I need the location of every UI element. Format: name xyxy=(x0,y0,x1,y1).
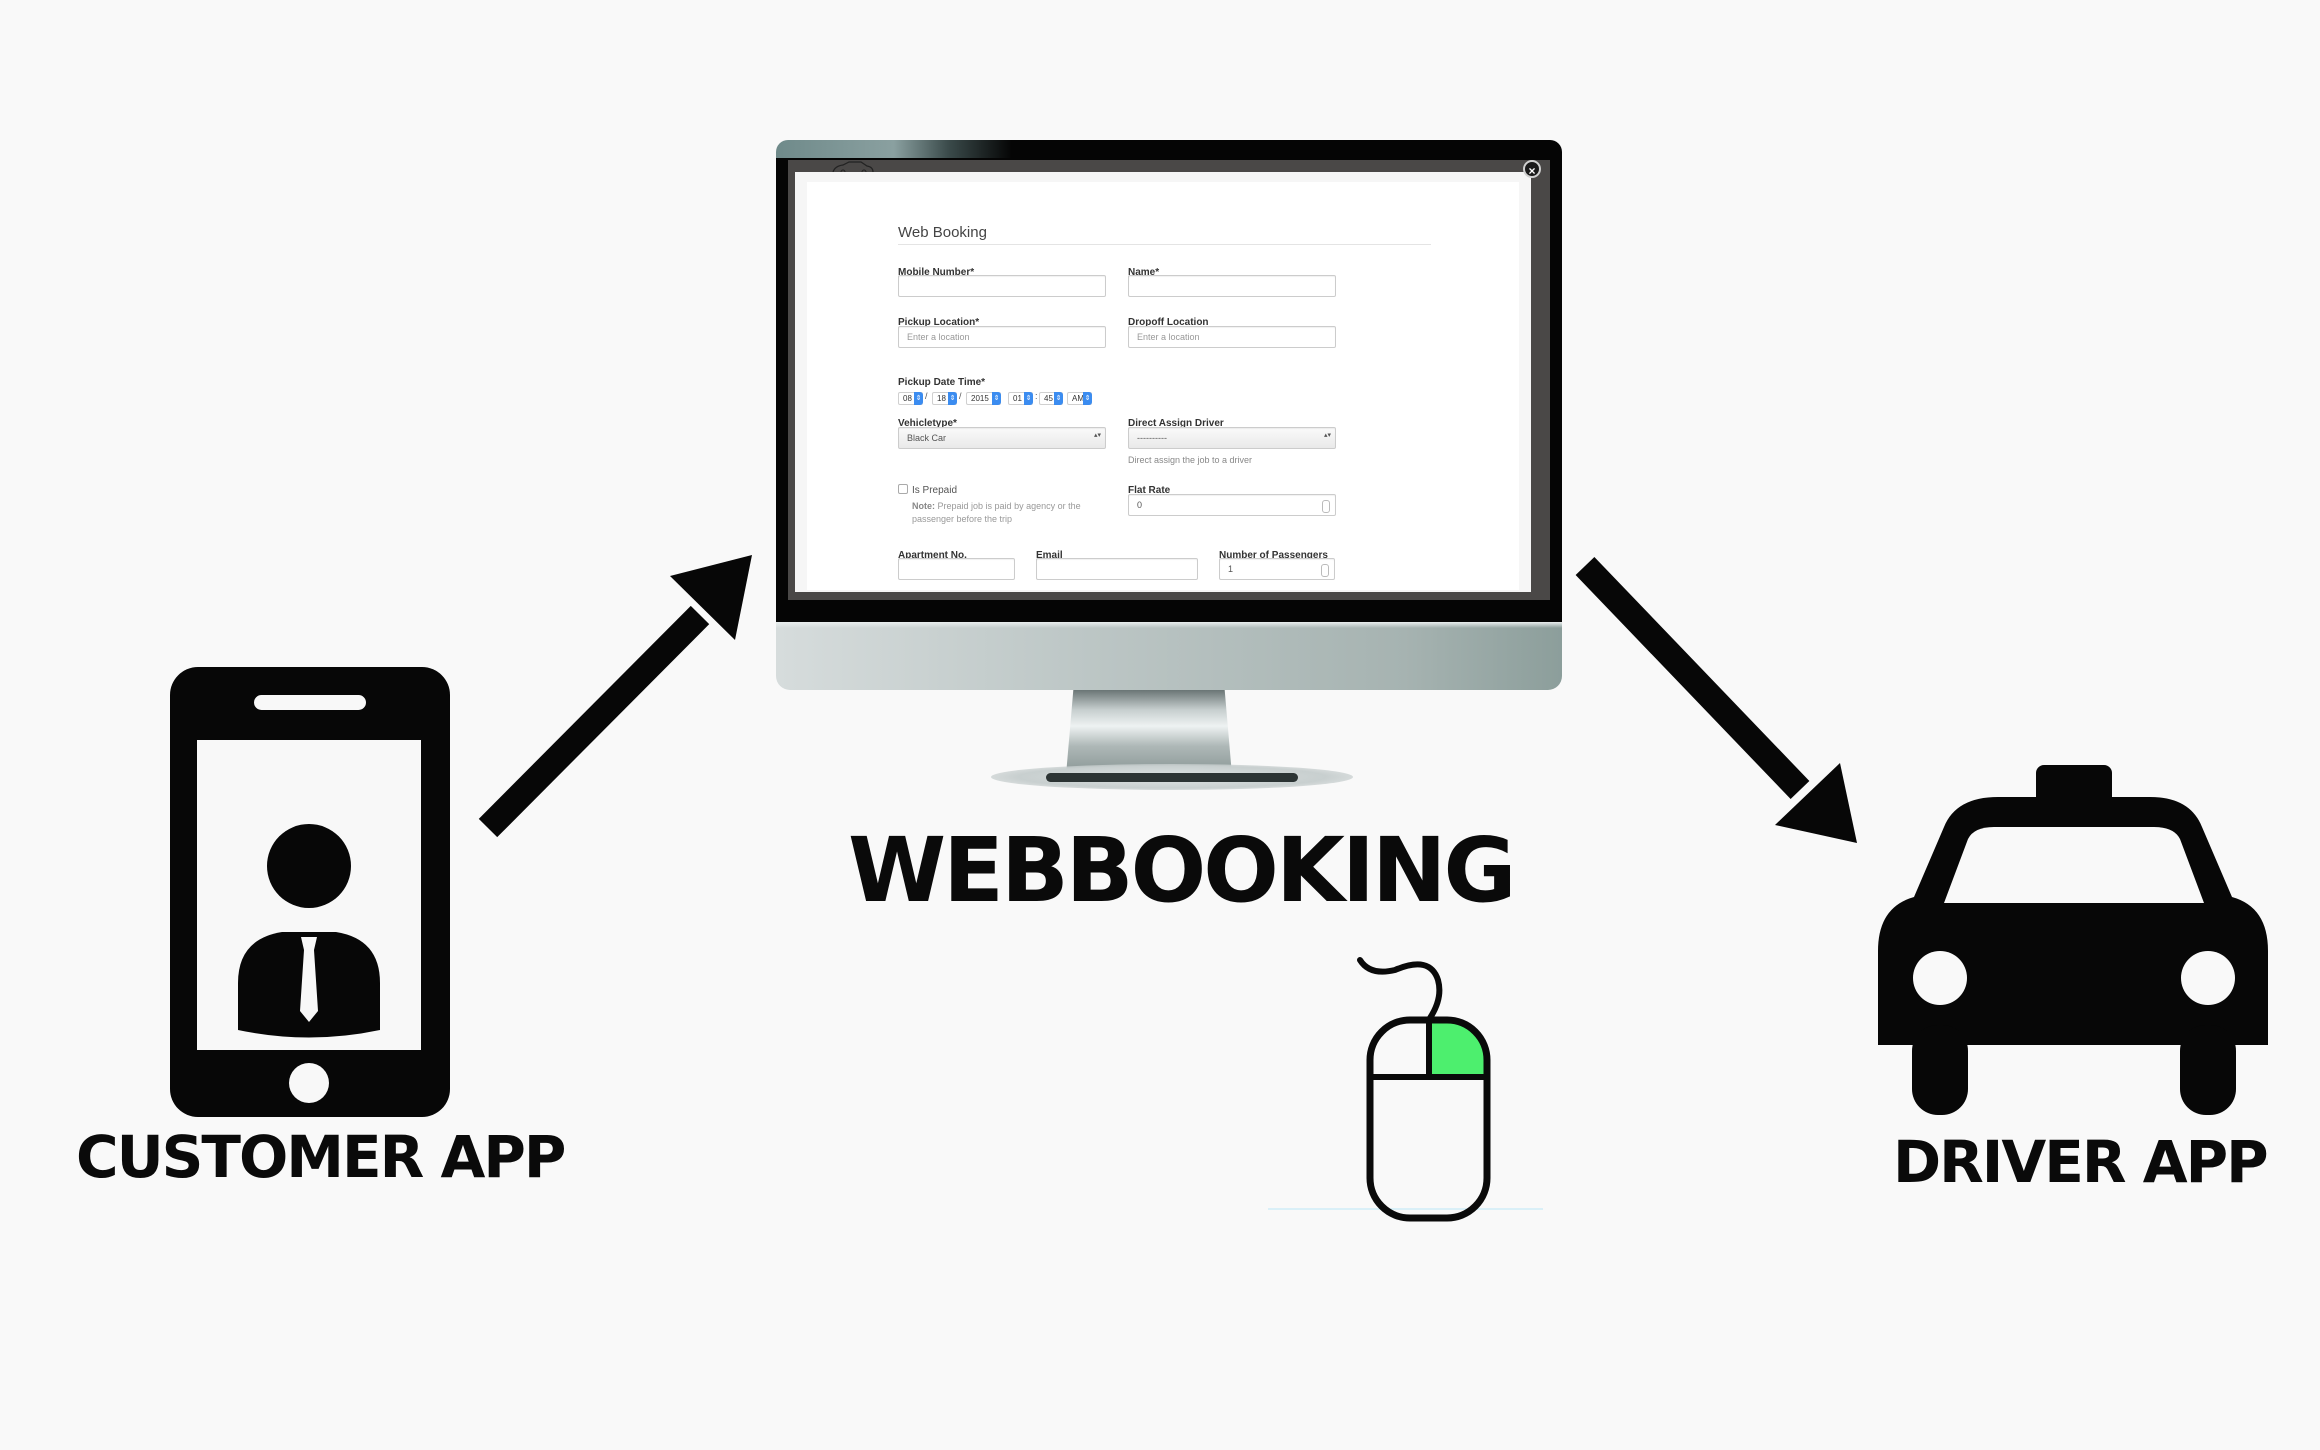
taxi-roof-sign xyxy=(2036,765,2112,807)
passengers-input[interactable]: 1 xyxy=(1219,558,1335,580)
date-separator: / xyxy=(925,391,928,401)
close-button[interactable]: × xyxy=(1523,160,1541,178)
form-title: Web Booking xyxy=(898,224,987,241)
phone-speaker xyxy=(254,695,366,710)
name-label: Name* xyxy=(1128,267,1160,278)
title-divider xyxy=(898,244,1431,245)
direct-assign-driver-label: Direct Assign Driver xyxy=(1128,418,1224,429)
pickup-datetime-label: Pickup Date Time* xyxy=(898,377,986,388)
prepaid-note-text: Prepaid job is paid by agency or the pas… xyxy=(912,501,1081,524)
year-select[interactable]: 2015 ⇕ xyxy=(966,392,1001,405)
month-select[interactable]: 08 ⇕ xyxy=(898,392,923,405)
minute-value: 45 xyxy=(1044,394,1053,403)
hour-spin-icon[interactable]: ⇕ xyxy=(1024,392,1033,405)
smartphone-user-icon xyxy=(170,667,450,1117)
taxi-icon xyxy=(1878,765,2268,1115)
prepaid-note-prefix: Note: xyxy=(912,501,935,511)
year-value: 2015 xyxy=(971,394,989,403)
taxi-headlight-right xyxy=(2181,951,2235,1005)
desktop-monitor-icon: × Web Booking Mobile Number* Name* Picku… xyxy=(776,140,1562,800)
user-icon xyxy=(238,824,380,1038)
direct-assign-driver-select[interactable]: ---------- ▴▾ xyxy=(1128,427,1336,449)
taxi-windshield xyxy=(1944,827,2204,903)
hour-value: 01 xyxy=(1013,394,1022,403)
monitor-base xyxy=(991,764,1353,790)
apartment-no-input[interactable] xyxy=(898,558,1015,580)
email-input[interactable] xyxy=(1036,558,1198,580)
webbooking-label: WEBBOOKING xyxy=(848,818,1517,922)
day-value: 18 xyxy=(937,394,946,403)
select-arrows-icon: ▴▾ xyxy=(1324,432,1332,439)
pickup-location-label: Pickup Location* xyxy=(898,317,980,328)
date-separator: / xyxy=(959,391,962,401)
flat-rate-input[interactable]: 0 xyxy=(1128,494,1336,516)
taxi-wheel-right xyxy=(2180,1025,2236,1115)
mouse-icon xyxy=(1268,957,1543,1222)
ampm-select[interactable]: AM ⇕ xyxy=(1067,392,1092,405)
arrow-web-to-driver xyxy=(1575,556,1857,843)
ampm-value: AM xyxy=(1072,394,1084,403)
taxi-headlight-left xyxy=(1913,951,1967,1005)
month-spin-icon[interactable]: ⇕ xyxy=(914,392,923,405)
driver-app-label: DRIVER APP xyxy=(1893,1128,2269,1196)
time-separator: : xyxy=(1035,391,1038,401)
day-spin-icon[interactable]: ⇕ xyxy=(948,392,957,405)
passengers-label: Number of Passengers xyxy=(1219,550,1328,561)
phone-home-button xyxy=(289,1063,329,1103)
select-arrows-icon: ▴▾ xyxy=(1094,432,1102,439)
number-spinner-icon[interactable] xyxy=(1322,500,1330,513)
vehicletype-value: Black Car xyxy=(907,433,947,443)
month-value: 08 xyxy=(903,394,912,403)
taxi-wheel-left xyxy=(1912,1025,1968,1115)
pickup-location-input[interactable]: Enter a location xyxy=(898,326,1106,348)
year-spin-icon[interactable]: ⇕ xyxy=(992,392,1001,405)
mobile-number-input[interactable] xyxy=(898,275,1106,297)
mouse-cable xyxy=(1357,957,1443,1021)
direct-assign-driver-help: Direct assign the job to a driver xyxy=(1128,455,1253,465)
ampm-spin-icon[interactable]: ⇕ xyxy=(1083,392,1092,405)
hour-select[interactable]: 01 ⇕ xyxy=(1008,392,1033,405)
vehicletype-label: Vehicletype* xyxy=(898,418,957,429)
email-label: Email xyxy=(1036,550,1063,561)
minute-spin-icon[interactable]: ⇕ xyxy=(1054,392,1063,405)
flat-rate-value: 0 xyxy=(1137,500,1143,510)
customer-app-label: CUSTOMER APP xyxy=(76,1123,566,1191)
number-spinner-icon[interactable] xyxy=(1321,564,1329,577)
flat-rate-label: Flat Rate xyxy=(1128,485,1171,496)
web-booking-form xyxy=(807,182,1519,590)
monitor-chin xyxy=(776,622,1562,690)
direct-assign-driver-value: ---------- xyxy=(1137,433,1167,443)
mouse-right-button xyxy=(1430,1020,1487,1076)
web-booking-screen: Web Booking Mobile Number* Name* Pickup … xyxy=(795,172,1531,592)
day-select[interactable]: 18 ⇕ xyxy=(932,392,957,405)
arrow-customer-to-web xyxy=(478,555,752,838)
dropoff-location-label: Dropoff Location xyxy=(1128,317,1209,328)
dropoff-location-input[interactable]: Enter a location xyxy=(1128,326,1336,348)
is-prepaid-checkbox[interactable] xyxy=(898,484,908,494)
name-input[interactable] xyxy=(1128,275,1336,297)
minute-select[interactable]: 45 ⇕ xyxy=(1039,392,1063,405)
prepaid-note: Note: Prepaid job is paid by agency or t… xyxy=(912,500,1112,526)
apartment-no-label: Apartment No. xyxy=(898,550,967,561)
vehicletype-select[interactable]: Black Car ▴▾ xyxy=(898,427,1106,449)
tie-icon xyxy=(300,937,318,1022)
is-prepaid-label: Is Prepaid xyxy=(912,485,958,496)
mobile-number-label: Mobile Number* xyxy=(898,267,975,278)
passengers-value: 1 xyxy=(1228,564,1234,574)
monitor-stand xyxy=(1066,690,1232,770)
